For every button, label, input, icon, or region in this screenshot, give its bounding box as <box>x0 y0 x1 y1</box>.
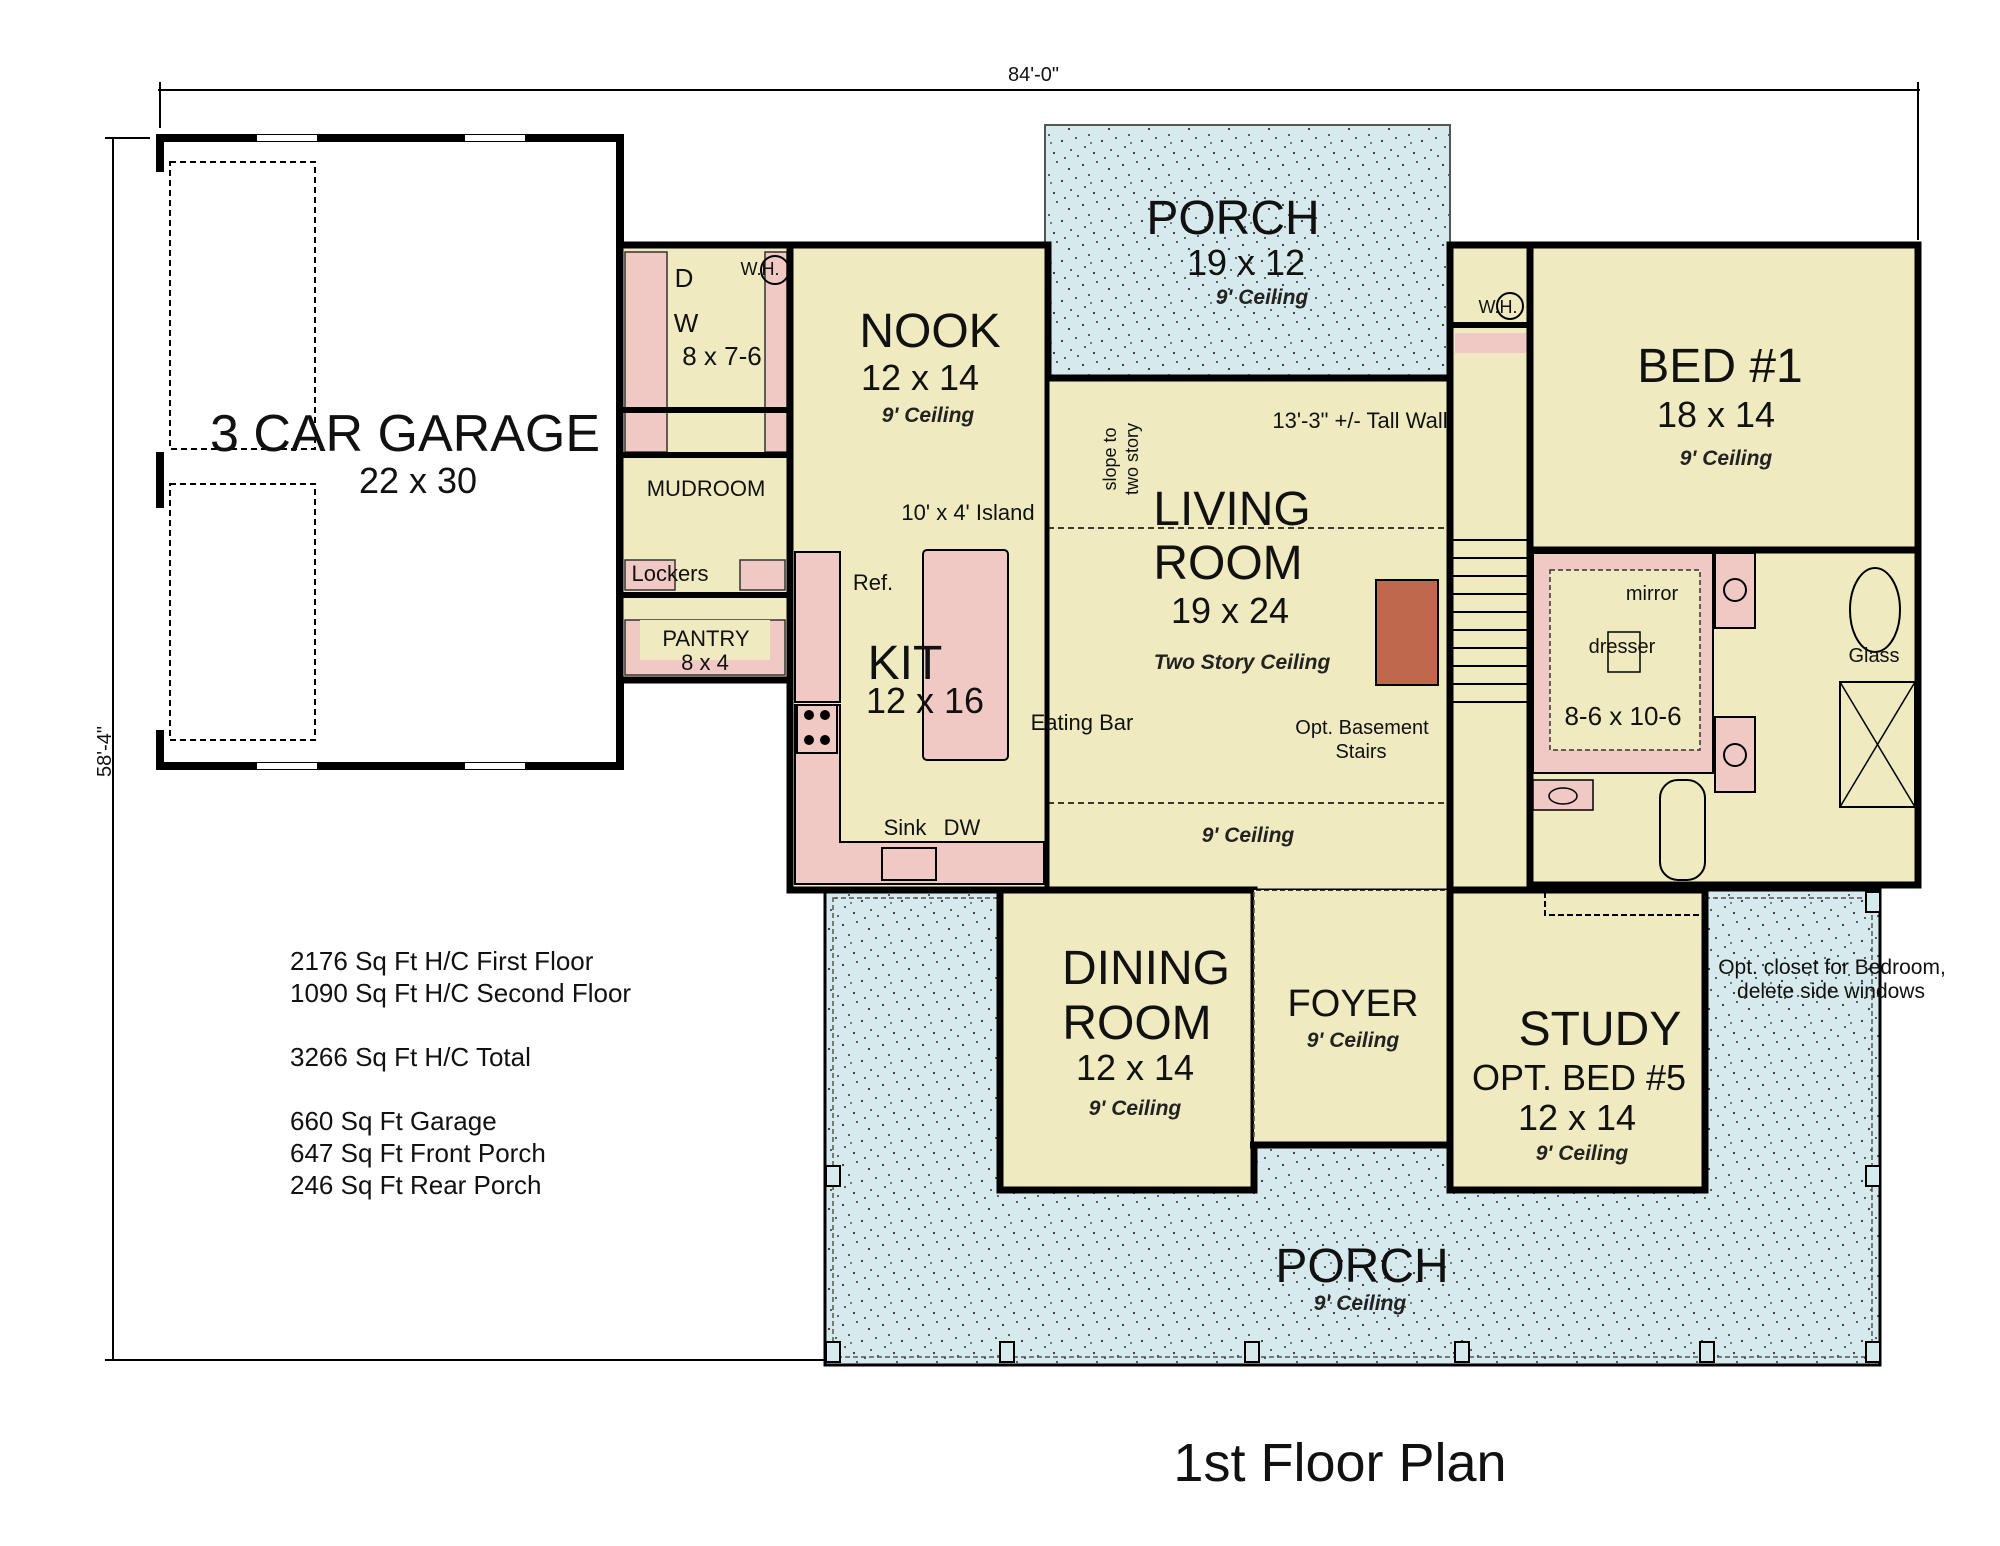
kitchen-name: KIT <box>867 637 943 690</box>
rear-porch-floor <box>1044 124 1451 379</box>
dimension-lines <box>105 82 1920 1361</box>
foyer-floor <box>1254 890 1450 1145</box>
nook-ceiling: 9' Ceiling <box>881 404 975 427</box>
front-porch-ceiling: 9' Ceiling <box>1313 1292 1407 1315</box>
study-closet-note-line1: Opt. closet for Bedroom, <box>1718 956 1946 979</box>
laundry-size: 8 x 7-6 <box>682 341 762 371</box>
mudroom-name: MUDROOM <box>646 476 766 501</box>
lockers-label: Lockers <box>631 561 709 586</box>
water-heater-label-2: W.H. <box>1478 297 1518 317</box>
area-second-floor: 1090 Sq Ft H/C Second Floor <box>290 978 632 1008</box>
pantry-size: 8 x 4 <box>681 650 729 675</box>
area-first-floor: 2176 Sq Ft H/C First Floor <box>290 946 594 976</box>
dining-ceiling: 9' Ceiling <box>1088 1097 1182 1120</box>
area-total: 3266 Sq Ft H/C Total <box>290 1042 531 1072</box>
slope-note-line1: slope to <box>1100 427 1120 491</box>
living-name-line1: LIVING <box>1153 483 1311 536</box>
rear-porch-ceiling: 9' Ceiling <box>1215 286 1309 309</box>
water-heater-label: W.H. <box>740 259 780 279</box>
front-porch-name: PORCH <box>1275 1240 1449 1293</box>
bed1-size: 18 x 14 <box>1656 394 1776 435</box>
study-alt-name: OPT. BED #5 <box>1471 1057 1687 1098</box>
dining-name-line1: DINING <box>1062 942 1230 995</box>
dining-name-line2: ROOM <box>1062 997 1212 1050</box>
study-closet-note-line2: delete side windows <box>1737 980 1925 1003</box>
ref-label: Ref. <box>852 570 894 595</box>
foyer-name: FOYER <box>1287 983 1419 1025</box>
kitchen-size: 12 x 16 <box>865 680 985 721</box>
pantry-name: PANTRY <box>662 626 750 651</box>
square-footage-summary: 2176 Sq Ft H/C First Floor 1090 Sq Ft H/… <box>290 945 631 1201</box>
bed1-name: BED #1 <box>1637 340 1803 393</box>
area-rear-porch: 246 Sq Ft Rear Porch <box>290 1170 542 1200</box>
overall-width-dimension: 84'-0" <box>1008 64 1059 86</box>
living-lower-ceiling: 9' Ceiling <box>1201 824 1295 847</box>
study-size: 12 x 14 <box>1517 1097 1637 1138</box>
garage-size: 22 x 30 <box>358 460 478 501</box>
dryer-label: D <box>674 263 694 293</box>
porch-columns <box>825 891 1881 1363</box>
fireplace <box>1375 579 1439 686</box>
nook-name: NOOK <box>859 305 1001 358</box>
overall-depth-dimension: 58'-4" <box>93 726 116 777</box>
dishwasher-label: DW <box>943 815 981 840</box>
basement-stairs-note-line2: Stairs <box>1335 741 1387 763</box>
foyer-ceiling: 9' Ceiling <box>1306 1029 1400 1052</box>
area-front-porch: 647 Sq Ft Front Porch <box>290 1138 546 1168</box>
dining-size: 12 x 14 <box>1075 1047 1195 1088</box>
study-ceiling: 9' Ceiling <box>1535 1142 1629 1165</box>
sink-label: Sink <box>883 815 927 840</box>
dresser-label: dresser <box>1588 636 1656 658</box>
garage-name: 3 CAR GARAGE <box>209 405 601 463</box>
nook-size: 12 x 14 <box>860 357 980 398</box>
study-name: STUDY <box>1518 1003 1682 1056</box>
plan-title: 1st Floor Plan <box>1173 1433 1507 1493</box>
washer-label: W <box>673 308 699 338</box>
rear-porch-name: PORCH <box>1146 192 1320 245</box>
rear-porch-size: 19 x 12 <box>1186 242 1306 283</box>
basement-stairs-note-line1: Opt. Basement <box>1295 717 1429 739</box>
living-name-line2: ROOM <box>1153 537 1303 590</box>
mirror-label: mirror <box>1625 583 1679 605</box>
slope-note-line2: two story <box>1122 422 1142 496</box>
eating-bar-label: Eating Bar <box>1030 710 1134 735</box>
living-ceiling: Two Story Ceiling <box>1153 651 1331 674</box>
closet-size: 8-6 x 10-6 <box>1564 701 1682 731</box>
tall-wall-note: 13'-3" +/- Tall Wall <box>1272 408 1448 433</box>
bed1-ceiling: 9' Ceiling <box>1679 447 1773 470</box>
island-label: 10' x 4' Island <box>901 500 1035 525</box>
area-garage: 660 Sq Ft Garage <box>290 1106 497 1136</box>
living-size: 19 x 24 <box>1170 590 1290 631</box>
bed1-floor <box>1526 241 1922 554</box>
study-floor <box>1446 886 1709 1194</box>
glass-label: Glass <box>1848 645 1900 667</box>
